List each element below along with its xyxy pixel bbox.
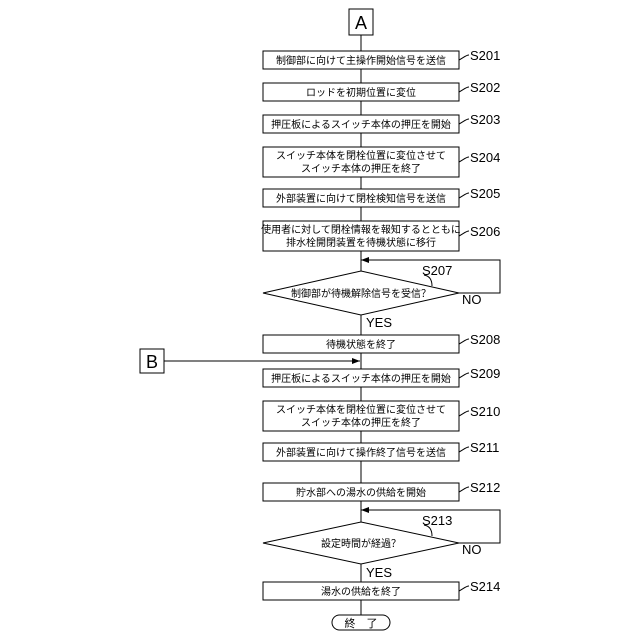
step-s201-text: 制御部に向けて主操作開始信号を送信: [276, 54, 446, 67]
label-s205: S205: [470, 186, 500, 201]
step-s203-text: 押圧板によるスイッチ本体の押圧を開始: [271, 118, 451, 131]
decision-s213-text: 設定時間が経過？: [321, 537, 401, 550]
step-s206-text-1: 使用者に対して閉栓情報を報知するとともに: [261, 223, 461, 236]
step-s211: 外部装置に向けて操作終了信号を送信: [263, 443, 459, 461]
step-s202: ロッドを初期位置に変位: [263, 83, 459, 101]
label-s202: S202: [470, 80, 500, 95]
step-s204: スイッチ本体を閉栓位置に変位させて スイッチ本体の押圧を終了: [263, 147, 459, 177]
step-s208: 待機状態を終了: [263, 335, 459, 353]
label-s204: S204: [470, 150, 500, 165]
label-s206: S206: [470, 224, 500, 239]
label-s201: S201: [470, 48, 500, 63]
decision-s207-text: 制御部が待機解除信号を受信？: [291, 287, 431, 300]
label-s212: S212: [470, 480, 500, 495]
step-s205: 外部装置に向けて閉栓検知信号を送信: [263, 189, 459, 207]
label-s208: S208: [470, 332, 500, 347]
step-s212: 貯水部への湯水の供給を開始: [263, 483, 459, 501]
label-s211: S211: [470, 440, 499, 455]
step-s214-text: 湯水の供給を終了: [321, 585, 401, 598]
s207-no-label: NO: [462, 292, 482, 307]
step-s204-text-2: スイッチ本体の押圧を終了: [301, 162, 421, 175]
connector-a-label: A: [355, 13, 367, 33]
s207-yes-label: YES: [366, 315, 392, 330]
label-s209: S209: [470, 366, 500, 381]
connector-b-label: B: [146, 352, 158, 372]
step-s204-text-1: スイッチ本体を閉栓位置に変位させて: [276, 149, 446, 162]
s213-no-label: NO: [462, 542, 482, 557]
terminal-end: 終 了: [332, 615, 390, 630]
label-s214: S214: [470, 579, 500, 594]
step-s212-text: 貯水部への湯水の供給を開始: [296, 486, 426, 499]
step-s201: 制御部に向けて主操作開始信号を送信: [263, 51, 459, 69]
label-s213: S213: [422, 513, 452, 528]
step-s206-text-2: 排水栓開閉装置を待機状態に移行: [286, 236, 436, 249]
step-s214: 湯水の供給を終了: [263, 582, 459, 600]
terminal-end-text: 終 了: [345, 616, 378, 630]
step-s208-text: 待機状態を終了: [326, 338, 396, 351]
step-s209: 押圧板によるスイッチ本体の押圧を開始: [263, 369, 459, 387]
label-s207: S207: [422, 263, 452, 278]
step-s202-text: ロッドを初期位置に変位: [306, 86, 416, 99]
label-s210: S210: [470, 404, 500, 419]
step-s206: 使用者に対して閉栓情報を報知するとともに 排水栓開閉装置を待機状態に移行: [261, 221, 461, 251]
step-s205-text: 外部装置に向けて閉栓検知信号を送信: [276, 192, 446, 205]
label-s203: S203: [470, 112, 500, 127]
step-s210: スイッチ本体を閉栓位置に変位させて スイッチ本体の押圧を終了: [263, 401, 459, 431]
step-s210-text-1: スイッチ本体を閉栓位置に変位させて: [276, 403, 446, 416]
step-s210-text-2: スイッチ本体の押圧を終了: [301, 416, 421, 429]
step-s203: 押圧板によるスイッチ本体の押圧を開始: [263, 115, 459, 133]
step-s209-text: 押圧板によるスイッチ本体の押圧を開始: [271, 372, 451, 385]
s213-yes-label: YES: [366, 565, 392, 580]
step-s211-text: 外部装置に向けて操作終了信号を送信: [276, 446, 446, 459]
